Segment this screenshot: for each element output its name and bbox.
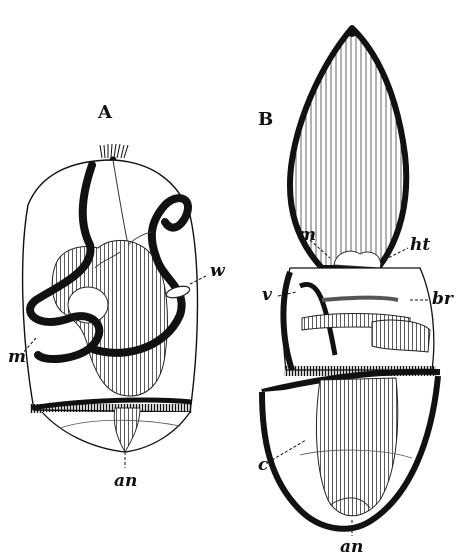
label-w-a: w — [210, 261, 226, 281]
panel-a-title: A — [97, 102, 113, 123]
label-an-b: an — [340, 537, 363, 557]
label-m-a: m — [8, 347, 26, 367]
label-v-b: v — [262, 285, 273, 305]
label-m-b: m — [298, 225, 316, 245]
panel-a: A w — [8, 102, 226, 491]
head-mass-b — [334, 251, 381, 268]
label-ht-b: ht — [410, 235, 430, 255]
label-c-b: c — [258, 455, 269, 475]
label-an-a: an — [114, 471, 137, 491]
panel-b: B m ht v br c — [258, 27, 454, 557]
label-br-b: br — [432, 289, 454, 309]
panel-b-title: B — [258, 109, 273, 130]
gill-block-b — [372, 320, 430, 352]
